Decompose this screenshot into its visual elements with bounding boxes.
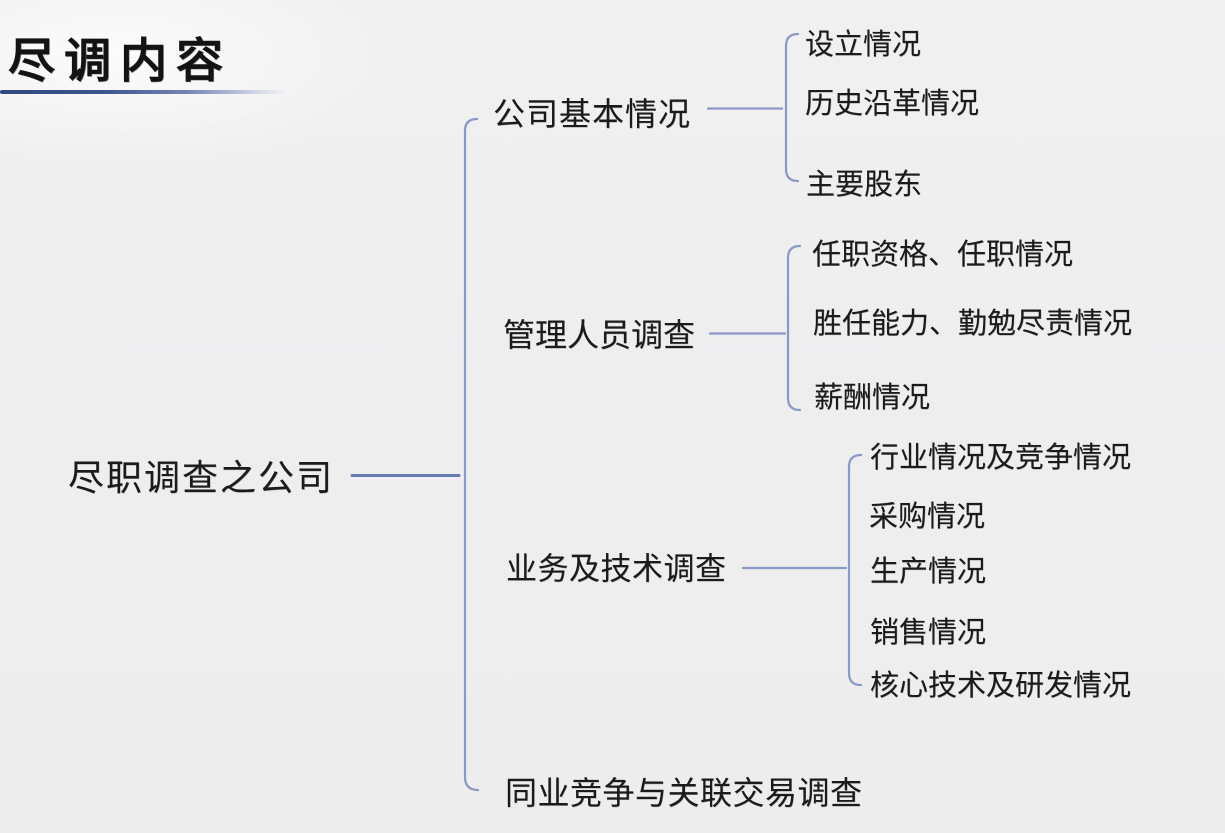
leaf-node-history: 历史沿革情况 bbox=[805, 88, 980, 120]
leaf-node-production: 生产情况 bbox=[870, 556, 987, 588]
leaf-node-industry-competition: 行业情况及竞争情况 bbox=[870, 442, 1132, 474]
leaf-node-compensation: 薪酬情况 bbox=[814, 382, 931, 414]
leaf-node-competence-diligence: 胜任能力、勤勉尽责情况 bbox=[813, 308, 1133, 340]
leaf-node-sales: 销售情况 bbox=[870, 617, 987, 649]
leaf-node-core-tech-rnd: 核心技术及研发情况 bbox=[870, 670, 1132, 702]
leaf-node-procurement: 采购情况 bbox=[869, 501, 986, 533]
branch2-children-bracket bbox=[786, 244, 802, 412]
main-spine-bracket bbox=[463, 117, 480, 792]
branch-node-management-survey: 管理人员调查 bbox=[503, 317, 696, 353]
leaf-node-major-shareholders: 主要股东 bbox=[806, 169, 923, 201]
branch-node-business-tech-survey: 业务及技术调查 bbox=[506, 551, 727, 587]
branch-node-company-basics: 公司基本情况 bbox=[493, 96, 692, 132]
leaf-node-qualifications: 任职资格、任职情况 bbox=[812, 239, 1074, 271]
title-underline bbox=[0, 90, 290, 94]
branch1-children-bracket bbox=[784, 32, 800, 183]
root-node: 尽职调查之公司 bbox=[68, 458, 335, 498]
branch-node-competition-related-transactions: 同业竞争与关联交易调查 bbox=[505, 775, 863, 811]
page-title: 尽调内容 bbox=[8, 36, 232, 88]
branch3-children-bracket bbox=[847, 453, 863, 687]
leaf-node-establishment: 设立情况 bbox=[805, 29, 922, 61]
